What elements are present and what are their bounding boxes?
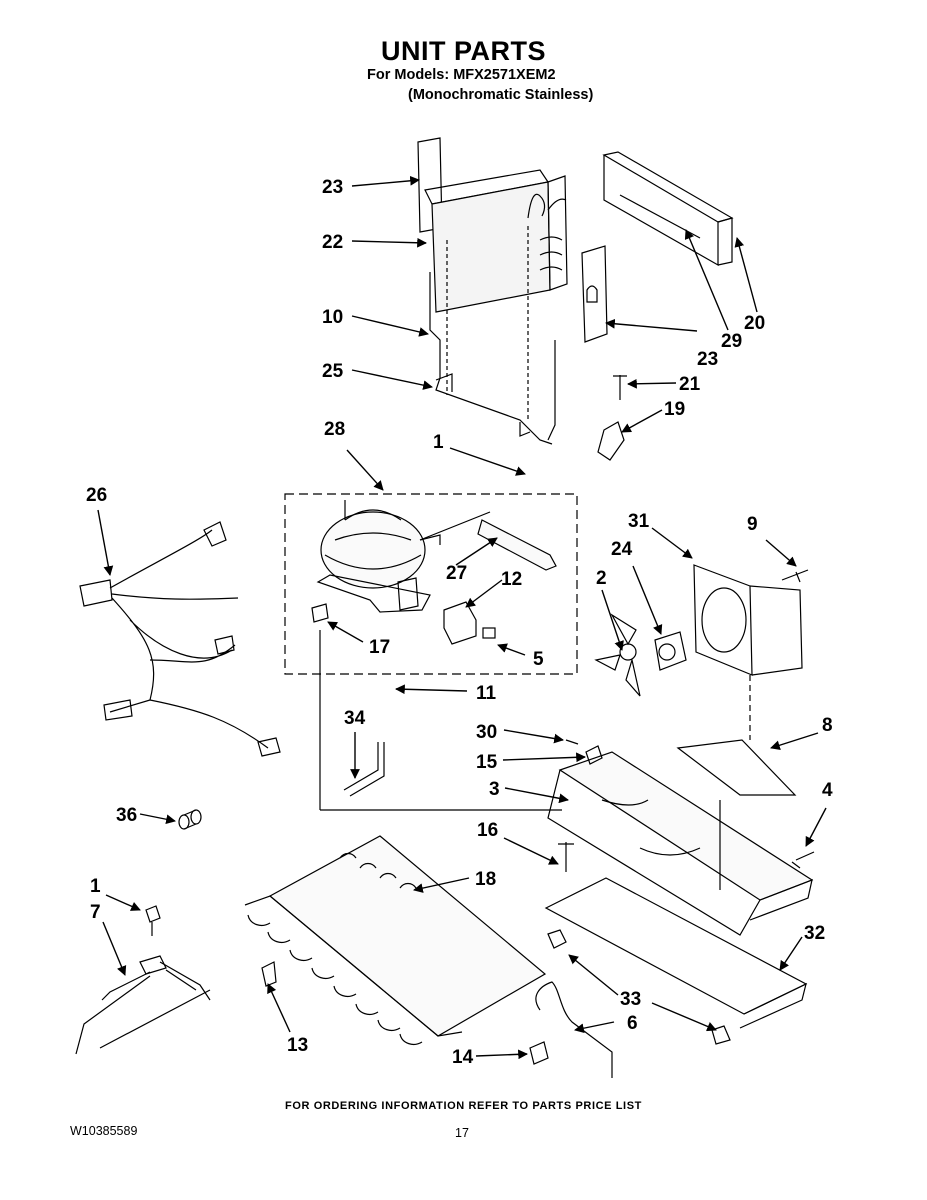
sleeve-36 <box>178 809 202 830</box>
wiring-7 <box>75 955 211 1055</box>
connector-14 <box>529 1041 549 1065</box>
foot-33a <box>547 929 567 949</box>
callout-28: 28 <box>324 419 345 440</box>
screw-4 <box>791 851 815 869</box>
callout-23-top: 23 <box>322 177 343 198</box>
compressor-assembly-box <box>284 493 578 675</box>
callout-14: 14 <box>452 1047 474 1068</box>
callout-9: 9 <box>747 514 758 535</box>
drain-tube-6 <box>535 981 613 1078</box>
callout-34: 34 <box>344 708 366 729</box>
fitting-30 <box>565 739 579 745</box>
callout-25: 25 <box>322 361 344 382</box>
condenser-fan-blade <box>594 613 641 697</box>
baffle-bracket <box>581 245 608 343</box>
evaporator-cover <box>602 151 734 267</box>
callout-4: 4 <box>822 780 833 801</box>
callout-16: 16 <box>477 820 498 841</box>
callout-5: 5 <box>533 649 544 670</box>
callout-13: 13 <box>287 1035 308 1056</box>
finish-line: (Monochromatic Stainless) <box>408 87 594 103</box>
page-number: 17 <box>455 1126 469 1140</box>
callout-12: 12 <box>501 569 522 590</box>
page-title: UNIT PARTS <box>381 36 546 66</box>
callout-15: 15 <box>476 752 498 773</box>
callout-19: 19 <box>664 399 685 420</box>
callout-20: 20 <box>744 313 765 334</box>
callout-11: 11 <box>476 683 497 704</box>
wire-harness <box>79 521 281 757</box>
screw-16 <box>558 842 574 872</box>
screw-9 <box>781 569 809 583</box>
foot-33b <box>711 1025 731 1045</box>
callout-1-bottom: 1 <box>90 876 101 897</box>
clip-13 <box>261 961 277 987</box>
callout-17: 17 <box>369 637 390 658</box>
callout-7: 7 <box>90 902 101 923</box>
callout-30: 30 <box>476 722 497 743</box>
callout-3: 3 <box>489 779 500 800</box>
grommet <box>311 603 329 623</box>
screw-1b <box>145 905 161 936</box>
evaporator-heater <box>429 272 556 445</box>
ordering-note: FOR ORDERING INFORMATION REFER TO PARTS … <box>285 1100 642 1112</box>
evaporator-coil <box>417 137 568 420</box>
callout-32: 32 <box>804 923 825 944</box>
compressor <box>316 500 441 613</box>
start-relay <box>443 601 496 645</box>
document-number: W10385589 <box>70 1124 138 1138</box>
base-plate <box>547 751 814 936</box>
callout-1-top: 1 <box>433 432 444 453</box>
callout-24: 24 <box>611 539 633 560</box>
condenser-coil <box>244 835 547 1045</box>
callout-31: 31 <box>628 511 650 532</box>
callout-36: 36 <box>116 805 137 826</box>
callout-21: 21 <box>679 374 701 395</box>
callout-22: 22 <box>322 232 343 253</box>
shroud-bracket <box>676 739 797 796</box>
fan-shroud <box>693 564 803 676</box>
callout-10: 10 <box>322 307 343 328</box>
callout-29: 29 <box>721 331 742 352</box>
drain-pan <box>544 877 808 1029</box>
callout-26: 26 <box>86 485 107 506</box>
condenser-fan-motor <box>654 631 687 671</box>
tube-34 <box>343 742 385 797</box>
refrigerant-line <box>319 630 721 890</box>
callout-27: 27 <box>446 563 467 584</box>
models-line: For Models: MFX2571XEM2 <box>367 67 556 83</box>
callout-8: 8 <box>822 715 833 736</box>
callout-23-right: 23 <box>697 349 718 370</box>
callout-18: 18 <box>475 869 496 890</box>
callout-6: 6 <box>627 1013 638 1034</box>
sleeve-15 <box>585 745 603 765</box>
mounting-bracket <box>597 375 627 461</box>
filter-drier <box>419 511 557 571</box>
callout-33: 33 <box>620 989 641 1010</box>
callout-2: 2 <box>596 568 607 589</box>
